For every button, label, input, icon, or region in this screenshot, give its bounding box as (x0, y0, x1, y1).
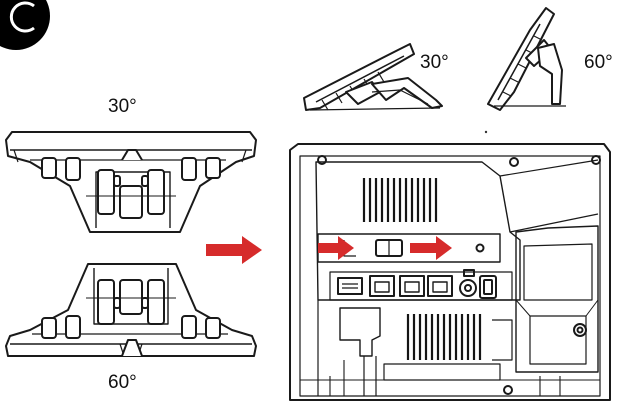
insert-direction-arrows (318, 236, 452, 260)
lower-vent-grille (406, 314, 482, 360)
stand-60-illustration (5, 263, 257, 357)
side-view-30-illustration (303, 43, 443, 111)
stand-bottom-angle-label: 60° (108, 372, 137, 393)
arrow-right-icon (206, 236, 262, 264)
side-view-60-illustration (487, 7, 566, 111)
step-badge (0, 0, 50, 50)
stand-30-illustration (5, 131, 257, 233)
arrow-right-icon (318, 236, 354, 260)
side-view-30-label: 30° (420, 52, 449, 73)
arrow-right-icon (410, 236, 452, 260)
step-badge-circle (0, 0, 50, 50)
side-view-60-label: 60° (584, 52, 613, 73)
letter-c-icon (9, 1, 35, 33)
upper-vent-grille (362, 178, 438, 222)
stand-top-angle-label: 30° (108, 96, 137, 117)
phone-back-illustration (289, 143, 611, 401)
